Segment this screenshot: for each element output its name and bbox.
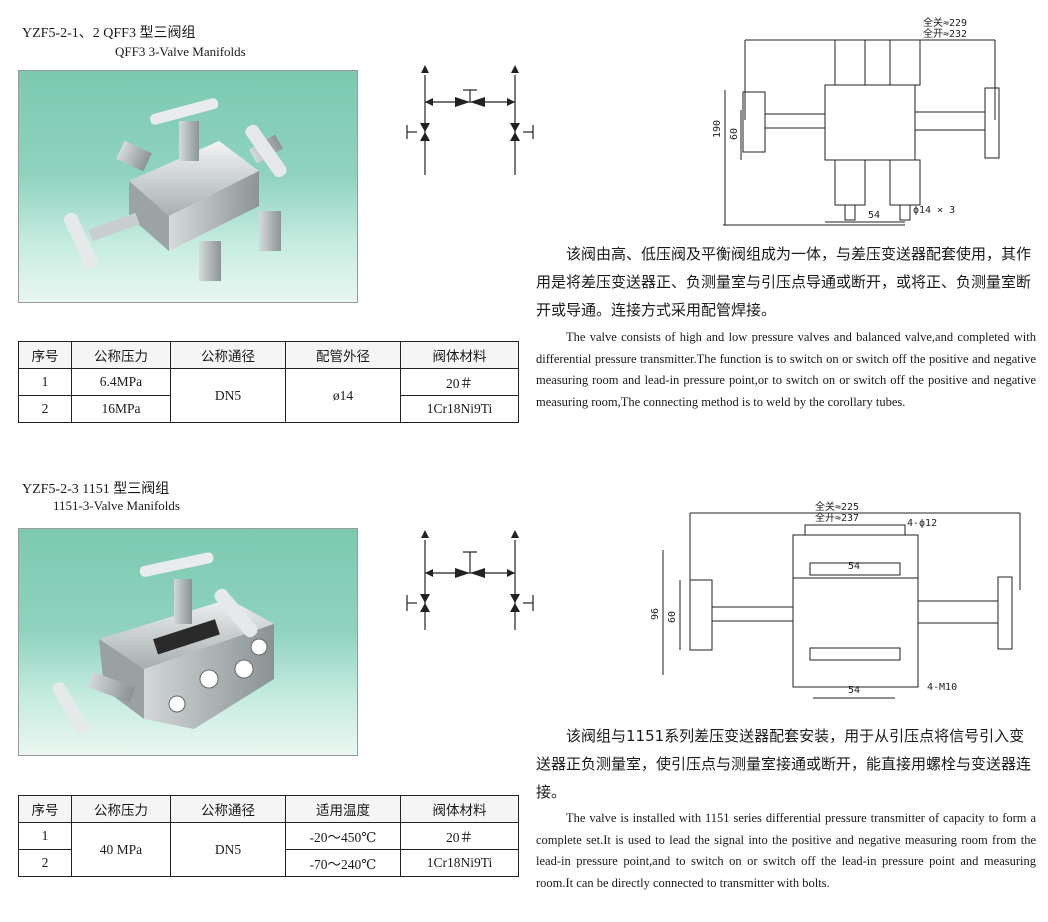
dim-width-top: 54 (848, 561, 860, 572)
col-header-material: 阀体材料 (400, 341, 519, 369)
cell-material: 1Cr18Ni9Ti (400, 849, 519, 877)
section1-title: YZF5-2-1、2 QFF3 型三阀组 (22, 26, 196, 41)
col-header-temperature: 适用温度 (285, 795, 401, 823)
qff3-valve-illustration (63, 98, 287, 281)
cell-pressure: 6.4MPa (71, 368, 171, 396)
section1-description: 该阀由高、低压阀及平衡阀组成为一体，与差压变送器配套使用，其作用是将差压变送器正… (536, 240, 1036, 413)
cell-no: 1 (18, 368, 72, 396)
cell-material: 1Cr18Ni9Ti (400, 395, 519, 423)
dim-height-60: 60 (667, 611, 678, 623)
section2-subtitle: 1151-3-Valve Manifolds (53, 498, 180, 513)
dim-full-close: 全关≈229 (923, 16, 967, 29)
manifold-1151-product-photo (18, 528, 358, 756)
cell-diameter: DN5 (170, 368, 286, 423)
qff3-valve-schematic (406, 65, 534, 175)
col-header-pipe: 配管外径 (285, 341, 401, 369)
cell-temperature: -70～240℃ (285, 849, 401, 877)
dim-hole: ϕ14 × 3 (913, 205, 955, 216)
manifold-1151-valve-illustration (52, 552, 274, 735)
cell-pressure: 40 MPa (71, 822, 171, 877)
col-header-material: 阀体材料 (400, 795, 519, 823)
qff3-spec-table: 序号 公称压力 公称通径 配管外径 阀体材料 1 6.4MPa DN5 ø14 … (18, 341, 519, 423)
dim-full-open: 全开≈232 (923, 27, 967, 40)
col-header-no: 序号 (18, 795, 72, 823)
col-header-diameter: 公称通径 (170, 795, 286, 823)
manifold-1151-spec-table: 序号 公称压力 公称通径 适用温度 阀体材料 1 40 MPa DN5 -20～… (18, 795, 519, 877)
cell-material: 20＃ (400, 368, 519, 396)
table-row: 2 16MPa 1Cr18Ni9Ti (18, 395, 519, 423)
section2-title: YZF5-2-3 1151 型三阀组 (22, 482, 170, 497)
section1-cn-text: 该阀由高、低压阀及平衡阀组成为一体，与差压变送器配套使用，其作用是将差压变送器正… (536, 245, 1032, 319)
dim-holes: 4-ϕ12 (907, 518, 937, 529)
cell-no: 2 (18, 849, 72, 877)
cell-no: 1 (18, 822, 72, 850)
table-row: 1 40 MPa DN5 -20～450℃ 20＃ (18, 822, 519, 877)
cell-material: 20＃ (400, 822, 519, 850)
cell-temperature: -20～450℃ (285, 822, 401, 850)
table-row: 1 6.4MPa DN5 ø14 20＃ (18, 368, 519, 423)
section2-cn-text: 该阀组与1151系列差压变送器配套安装，用于从引压点将信号引入变送器正负测量室，… (536, 727, 1032, 801)
manifold-1151-dimension-drawing: 全关≈225 全开≈237 4-ϕ12 54 96 60 54 4-M10 (650, 500, 1021, 699)
col-header-pressure: 公称压力 (71, 341, 171, 369)
cell-diameter: DN5 (170, 822, 286, 877)
cell-pipe: ø14 (285, 368, 401, 423)
dim-width-54: 54 (868, 210, 880, 221)
manifold-1151-valve-schematic (406, 530, 534, 630)
dim-height-190: 190 (712, 120, 723, 138)
dim-width-bottom: 54 (848, 685, 860, 696)
col-header-diameter: 公称通径 (170, 341, 286, 369)
col-header-pressure: 公称压力 (71, 795, 171, 823)
section1-subtitle: QFF3 3-Valve Manifolds (115, 44, 246, 59)
dim-full-close: 全关≈225 (815, 500, 859, 513)
dim-full-open: 全开≈237 (815, 511, 859, 524)
section2-description: 该阀组与1151系列差压变送器配套安装，用于从引压点将信号引入变送器正负测量室，… (536, 722, 1036, 894)
dim-thread: 4-M10 (927, 682, 957, 693)
col-header-no: 序号 (18, 341, 72, 369)
section1-en-text: The valve consists of high and low press… (536, 330, 1036, 409)
qff3-dimension-drawing: 全关≈229 全开≈232 190 60 54 ϕ14 × 3 (712, 16, 1000, 226)
qff3-product-photo (18, 70, 358, 303)
dim-height-60: 60 (729, 128, 740, 140)
cell-no: 2 (18, 395, 72, 423)
dim-height-96: 96 (650, 608, 661, 620)
cell-pressure: 16MPa (71, 395, 171, 423)
section2-en-text: The valve is installed with 1151 series … (536, 811, 1036, 890)
table-row: 2 -70～240℃ 1Cr18Ni9Ti (18, 849, 519, 877)
